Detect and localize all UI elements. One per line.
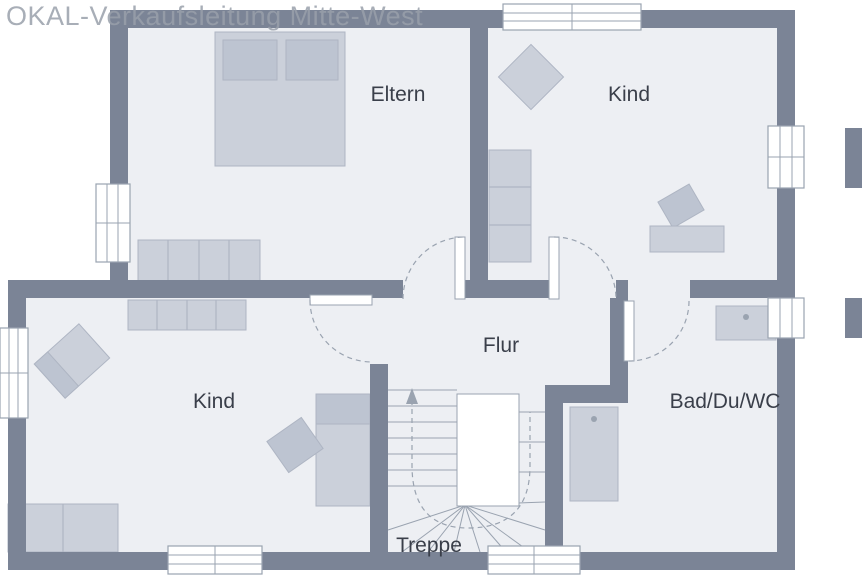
wall-bad-jog (545, 385, 628, 403)
stair-direction-arrow-icon (406, 388, 418, 404)
exterior-fragment-right-lower (845, 298, 862, 338)
stairs (387, 388, 546, 553)
door-kind-top (548, 236, 617, 300)
wall-kind-bottom-flur (370, 364, 388, 552)
room-label-kind-bottom: Kind (192, 390, 236, 413)
wall-mid-1 (128, 280, 403, 298)
door-kind-bottom (309, 294, 373, 363)
window-left-lower (0, 327, 29, 419)
desk-kind-top (649, 183, 725, 253)
doors (309, 236, 690, 363)
window-left-upper (95, 183, 131, 263)
wall-divider-upper (470, 28, 488, 280)
wall-stair-east (545, 385, 563, 570)
stair-walking-line (411, 400, 531, 529)
window-bottom-stairs (487, 545, 581, 575)
wall-mid-3 (616, 280, 628, 298)
room-label-treppe: Treppe (396, 534, 462, 557)
washbasin-bad (715, 305, 777, 341)
windows (0, 3, 805, 575)
bed-kind-bottom-rotated (33, 323, 111, 399)
wall-outer-right (777, 10, 795, 570)
window-bottom-kind (167, 545, 263, 575)
wall-step (8, 280, 128, 298)
bed-eltern (214, 31, 346, 167)
desk-kind-top-rotated (497, 43, 565, 111)
room-label-eltern: Eltern (370, 83, 426, 106)
floor-lower-block (8, 280, 795, 570)
stairwell-void (456, 393, 520, 507)
watermark-text: OKAL-Verkaufsleitung Mitte-West (6, 1, 424, 31)
wardrobe-kind-bottom (127, 299, 247, 331)
room-label-bad: Bad/Du/WC (669, 390, 781, 413)
room-label-kind-top: Kind (607, 83, 651, 106)
window-right-bad (767, 297, 805, 339)
window-top-kind (502, 3, 642, 31)
wall-mid-2 (465, 280, 554, 298)
exterior-fragment-right-upper (845, 128, 862, 188)
sideboard-kind-bottom (7, 503, 119, 553)
bed-kind-bottom (315, 393, 371, 507)
room-label-flur: Flur (482, 334, 520, 357)
shelf-kind-top (488, 149, 532, 263)
wall-mid-4 (690, 280, 777, 298)
wall-outer-left-lower (8, 280, 26, 570)
window-right-kind (767, 125, 805, 189)
shower-bad (569, 406, 619, 502)
door-eltern (402, 236, 466, 300)
door-bad (623, 300, 690, 362)
desk-kind-bottom-rotated (266, 416, 324, 474)
